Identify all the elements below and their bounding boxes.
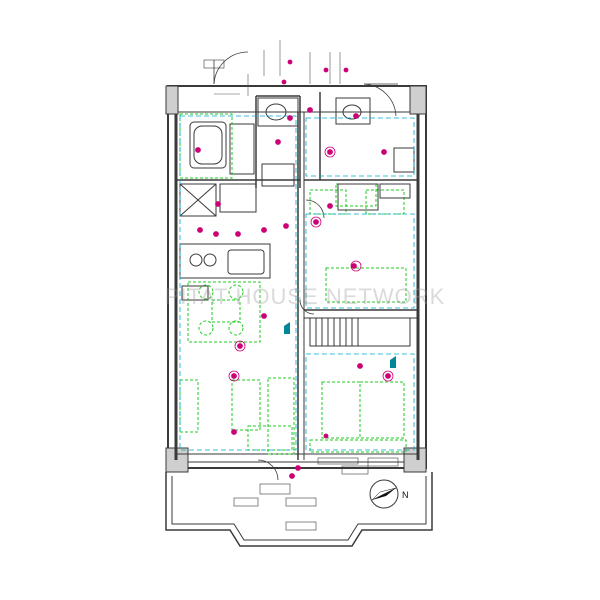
compass: N xyxy=(369,479,409,509)
interior-walls xyxy=(176,92,418,460)
direction-marks xyxy=(284,322,396,368)
fixture-rings xyxy=(228,146,394,382)
annotation-boxes xyxy=(203,59,399,531)
light-fixtures xyxy=(195,59,391,479)
dimension-lines xyxy=(179,115,415,451)
balcony xyxy=(165,472,433,547)
closets xyxy=(309,183,411,347)
furniture-layout xyxy=(179,113,407,455)
kitchen xyxy=(179,183,271,301)
compass-north-label: N xyxy=(402,490,409,500)
bathroom xyxy=(189,97,415,187)
exterior-walls xyxy=(165,85,427,473)
annotation-strokes xyxy=(214,40,341,96)
doors xyxy=(213,51,398,481)
